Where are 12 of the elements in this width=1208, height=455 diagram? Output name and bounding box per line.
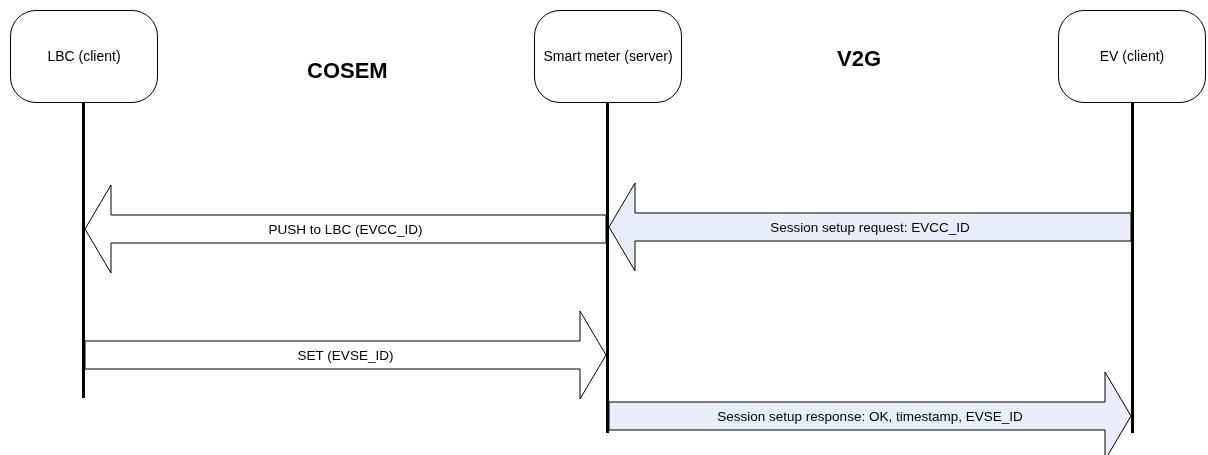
protocol-label: COSEM [307,58,388,84]
participant-name: EV (client) [1099,48,1165,65]
lifeline [82,103,85,398]
participant-box [1058,10,1206,103]
lifeline [1131,103,1134,433]
participant-box [534,10,682,103]
participant-box [10,10,158,103]
participant-name: Smart meter (server) [543,48,673,65]
participant-name: LBC (client) [47,48,121,65]
protocol-label: V2G [837,46,882,72]
message-arrow [84,310,607,400]
lifeline [606,103,609,433]
